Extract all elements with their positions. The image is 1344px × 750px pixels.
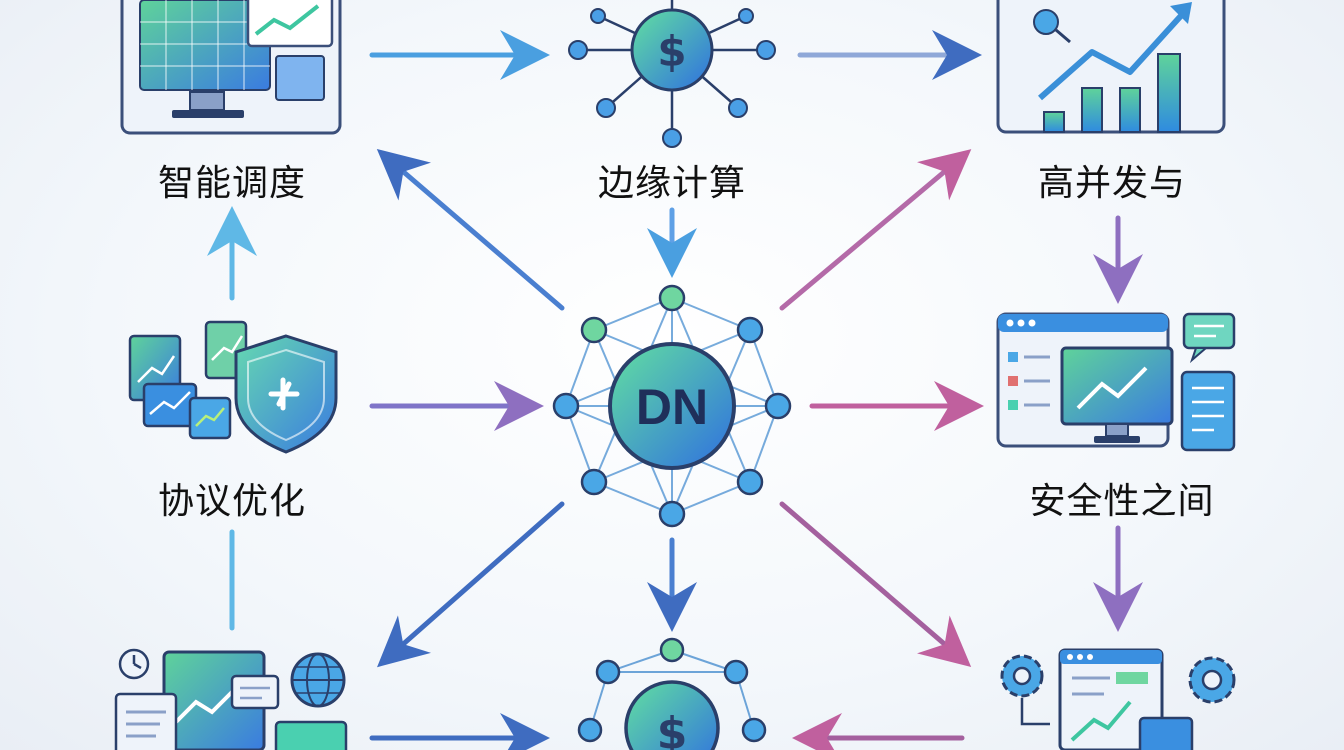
arrow-hub-to-scheduling xyxy=(376,148,565,311)
dollar-glyph: $ xyxy=(657,708,688,750)
dollar-network-node-icon: $ xyxy=(568,0,776,148)
gear-icon xyxy=(1000,654,1044,698)
label-edge-computing: 边缘计算 xyxy=(597,162,747,203)
analytics-dashboard-icon xyxy=(996,312,1236,452)
gear-icon xyxy=(1188,656,1236,704)
label-scheduling: 智能调度 xyxy=(157,162,307,203)
label-protocol-optimization: 协议优化 xyxy=(157,480,307,521)
dollar-glyph: $ xyxy=(657,27,686,76)
arrow-hub-to-bottomleft xyxy=(377,501,565,668)
arrow-hub-to-concurrency xyxy=(779,149,972,311)
label-security-between: 安全性之间 xyxy=(1029,480,1215,521)
hub-label: DN xyxy=(636,379,708,435)
arrows xyxy=(207,30,1143,750)
central-network-hub: DN xyxy=(552,284,792,528)
shield-documents-icon xyxy=(128,320,338,454)
growth-chart-icon xyxy=(996,0,1226,134)
dollar-network-node-icon: $ xyxy=(577,637,767,750)
gear-workflow-icon xyxy=(1000,648,1236,750)
label-high-concurrency: 高并发与 xyxy=(1037,162,1187,203)
arrow-hub-to-bottomright xyxy=(779,501,972,668)
dashboard-monitor-icon xyxy=(120,0,342,135)
devices-globe-icon xyxy=(114,648,348,750)
